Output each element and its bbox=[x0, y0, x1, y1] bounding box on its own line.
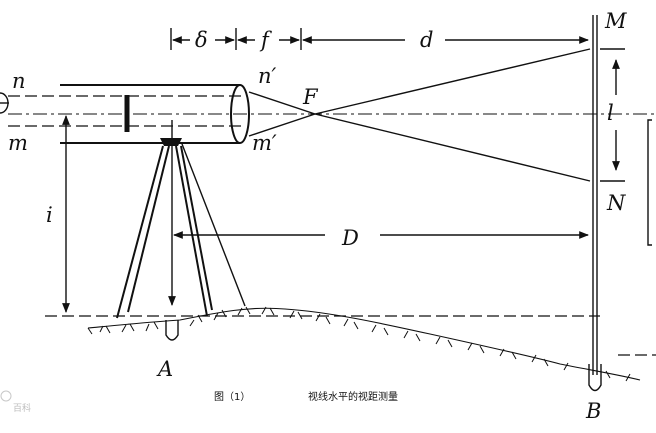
eye-symbol bbox=[0, 92, 9, 114]
label-i: i bbox=[46, 203, 53, 227]
figure-title: 视线水平的视距测量 bbox=[308, 390, 398, 403]
label-l: l bbox=[607, 101, 614, 125]
label-n: n bbox=[12, 69, 26, 93]
ground bbox=[45, 306, 641, 392]
figure-number: 图（1） bbox=[214, 391, 250, 403]
level-rod bbox=[592, 15, 656, 375]
sight-lines bbox=[8, 48, 656, 182]
label-m-prime: m′ bbox=[252, 131, 277, 155]
label-A: A bbox=[156, 357, 173, 381]
watermark-logo: 百科 bbox=[0, 390, 31, 414]
station-peg-b bbox=[588, 364, 602, 392]
station-peg-a bbox=[165, 320, 179, 341]
label-focal-point-f: F bbox=[302, 85, 319, 109]
label-d: d bbox=[420, 28, 433, 52]
label-M: M bbox=[604, 9, 627, 33]
top-dimension-line bbox=[170, 28, 589, 50]
watermark-text: 百科 bbox=[13, 402, 31, 414]
label-delta: δ bbox=[195, 28, 208, 52]
label-m: m bbox=[8, 131, 28, 155]
label-n-prime: n′ bbox=[258, 64, 277, 88]
label-B: B bbox=[585, 399, 601, 423]
label-D: D bbox=[341, 226, 359, 250]
label-N: N bbox=[606, 191, 626, 215]
tripod bbox=[116, 138, 246, 319]
label-f: f bbox=[259, 28, 272, 52]
